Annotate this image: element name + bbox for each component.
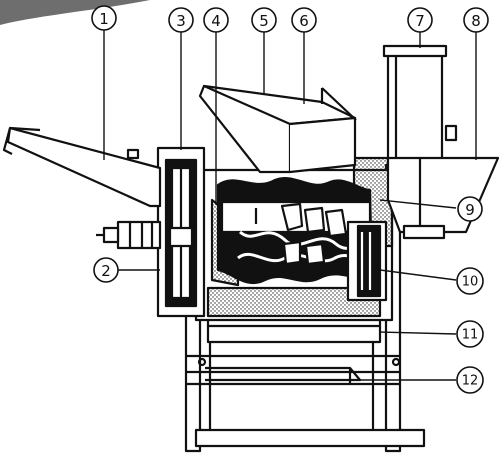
leader-9 <box>379 199 457 209</box>
callout-4-label: 4 <box>211 12 221 30</box>
callout-2-label: 2 <box>101 262 111 280</box>
callout-11-ring <box>456 320 484 348</box>
callout-7-ring <box>407 7 433 33</box>
callout-9-label: 9 <box>465 201 475 219</box>
callout-12-ring <box>456 366 484 394</box>
feed-chute <box>2 126 162 208</box>
callout-10-ring <box>456 267 484 295</box>
threshing-drum <box>216 177 374 285</box>
grain-outlet-pipe <box>382 44 458 166</box>
callout-2-ring <box>93 257 119 283</box>
callout-9-ring <box>457 196 483 222</box>
callout-5-ring <box>251 7 277 33</box>
callout-3-label: 3 <box>176 12 186 30</box>
callout-6-ring <box>291 7 317 33</box>
callout-7-label: 7 <box>415 12 425 30</box>
callout-5-label: 5 <box>259 12 269 30</box>
scan-shadow <box>0 0 150 25</box>
callout-8-label: 8 <box>471 12 481 30</box>
right-bearing-disc <box>346 220 388 302</box>
callout-11-label: 11 <box>462 328 479 343</box>
callout-8-ring <box>463 7 489 33</box>
pulley-housing <box>156 146 206 318</box>
callout-3-ring <box>168 7 194 33</box>
leader-11 <box>379 331 457 335</box>
feed-hopper <box>198 84 357 174</box>
callout-1-ring <box>91 5 117 31</box>
straw-outlet-chute <box>386 156 500 240</box>
callout-4-ring <box>203 7 229 33</box>
sieve-tray <box>206 316 382 344</box>
callout-1-label: 1 <box>99 10 109 28</box>
callout-10-label: 10 <box>462 275 479 290</box>
callout-6-label: 6 <box>299 12 309 30</box>
leader-10 <box>379 269 457 281</box>
callout-12-label: 12 <box>462 374 479 389</box>
support-bar <box>205 366 362 384</box>
drive-pulley <box>96 220 162 250</box>
